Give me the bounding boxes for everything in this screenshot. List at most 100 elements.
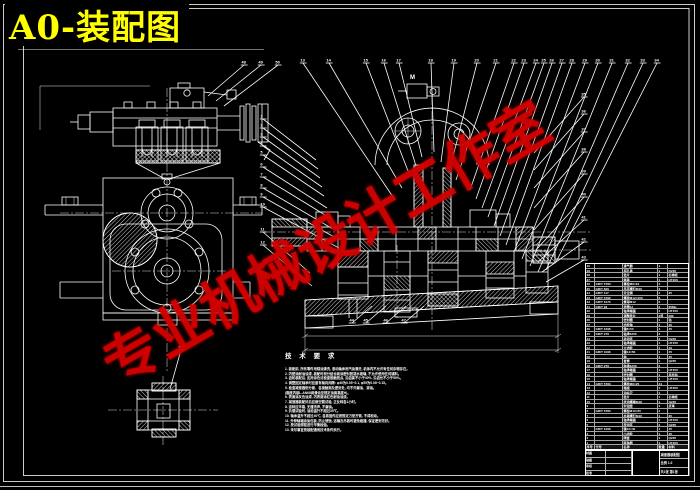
parts-list-cell: 45 (668, 354, 672, 359)
leader-line (469, 62, 515, 191)
parts-list-cell: 1 (658, 418, 668, 422)
parts-list-cell: 2 (658, 409, 668, 413)
callout-label: 48 (241, 60, 246, 65)
leader-line (262, 166, 328, 209)
left-view (39, 82, 271, 372)
callout-label: 16 (381, 58, 386, 63)
leader-line (262, 244, 313, 287)
parts-list-cell: 31 (586, 304, 595, 309)
callout-label: 43 (581, 255, 586, 260)
parts-list-cell (595, 372, 623, 377)
parts-list-cell: Q235 (668, 336, 677, 341)
parts-list-cell: 2 (658, 422, 668, 427)
parts-list-cell (595, 422, 623, 427)
leader-line (262, 127, 319, 170)
leader-line (499, 62, 563, 237)
parts-list-cell: 24 (586, 336, 595, 341)
leader-line (440, 62, 455, 163)
parts-list-cell: 小齿轮 (623, 431, 658, 436)
callout-label: 35 (581, 92, 586, 97)
parts-list-cell: 19 (586, 359, 595, 363)
leader-line (475, 62, 525, 200)
parts-list-cell: 2 (658, 331, 668, 336)
leader-line (262, 206, 340, 249)
parts-list-cell: 1 (658, 327, 668, 331)
leader-line (545, 62, 644, 271)
title-block-info-row: 减速器装配图 (660, 453, 680, 457)
leader-line (207, 64, 245, 97)
parts-list-cell: 螺栓M8×25 (623, 381, 658, 386)
leader-line (262, 176, 331, 219)
note-line: 5. 检查减速器剖分面、各接触面及密封处, 均不许漏油、渗油。 (285, 385, 377, 390)
leader-line (262, 118, 317, 161)
leader-line (262, 145, 323, 188)
leader-line (529, 62, 613, 267)
parts-list-cell: GB/T 1096 (595, 327, 623, 331)
parts-list-cell: GB/T 825 (595, 286, 623, 291)
parts-list-cell: 轴承6206 (623, 331, 658, 336)
parts-list-cell: 1 (658, 404, 668, 408)
parts-list-cell: 1 (658, 377, 668, 381)
parts-list-cell: 放油螺塞M18 (623, 399, 658, 404)
parts-list-cell: 甩油环 (623, 422, 658, 427)
parts-list-cell: 5 (586, 422, 595, 427)
parts-list-cell: 26 (586, 327, 595, 331)
parts-list-cell (595, 368, 623, 372)
parts-list-cell: 16 (586, 372, 595, 377)
parts-list-cell: 1 (658, 413, 668, 418)
leader-line (262, 136, 321, 179)
leader-line (262, 231, 311, 274)
parts-list-cell: GB/T 276 (595, 363, 623, 368)
parts-list-cell: 1 (658, 427, 668, 431)
parts-list-cell: 17 (586, 368, 595, 372)
note-line: 9. 负载试验时, 油池温升不超过35℃。 (285, 409, 341, 414)
callout-label: 37 (581, 127, 586, 132)
callout-label: 3 (260, 132, 263, 137)
parts-list-cell: 1 (658, 264, 668, 268)
parts-list-cell: 羊毛毡 (668, 372, 678, 377)
parts-list-cell: HT150 (668, 341, 678, 345)
callout-label: 1 (260, 114, 263, 119)
parts-list-cell: 2 (658, 336, 668, 341)
parts-list-cell: GB/T 5783 (595, 282, 623, 286)
note-line: 7. 减速器装配好后应做空载试验, 正反转各1小时。 (285, 399, 359, 404)
parts-list-cell: 6 (658, 295, 668, 300)
parts-list-cell: 轴承端盖 (623, 309, 658, 313)
parts-list-cell (595, 264, 623, 268)
callout-label: 22 (511, 58, 516, 63)
callout-label: 45 (363, 318, 368, 323)
parts-list-cell: 29 (586, 313, 595, 318)
parts-list-cell: GB/T 5783 (595, 409, 623, 413)
callout-label: 46 (383, 318, 388, 323)
parts-list-cell: 套筒 (623, 359, 658, 363)
callout-label: 23 (521, 58, 526, 63)
parts-list-cell: 1 (658, 309, 668, 313)
parts-list-cell: 密封圈 (623, 372, 658, 377)
parts-list-cell: GB/T 5782 (595, 295, 623, 300)
parts-list-cell (595, 359, 623, 363)
parts-list-cell (595, 436, 623, 440)
parts-list-cell (595, 309, 623, 313)
title-block-cell (606, 464, 632, 470)
callout-label: 19 (451, 58, 456, 63)
title-block-sign-row: 描图 (586, 456, 632, 463)
leader-line (302, 62, 396, 201)
parts-list-cell: GB/T 6170 (595, 300, 623, 304)
parts-list-cell: 18 (586, 363, 595, 368)
callout-label: 21 (493, 58, 498, 63)
callout-label: 26 (549, 58, 554, 63)
title-block-sign-row: 审核 (586, 463, 632, 470)
leader-line (262, 154, 325, 197)
parts-list-cell: 45 (668, 322, 672, 327)
parts-list-cell: 石棉纸 (668, 273, 678, 277)
parts-list-cell: 25 (586, 331, 595, 336)
